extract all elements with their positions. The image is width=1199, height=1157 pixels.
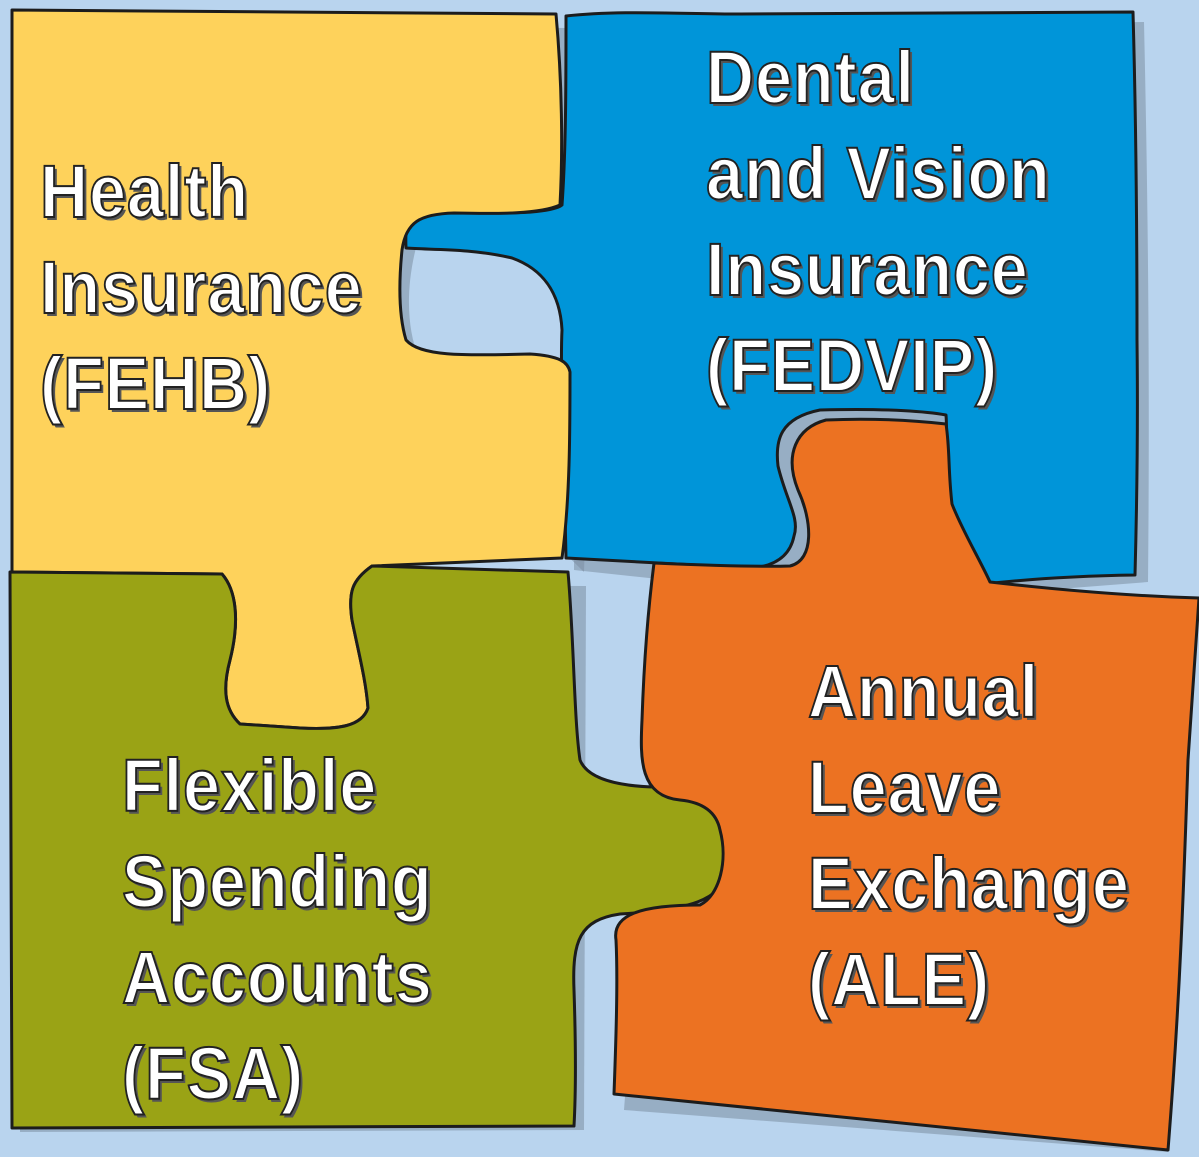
- dental-label-line-3: Insurance: [705, 227, 1029, 312]
- fsa-label-line-3: Accounts: [121, 935, 433, 1020]
- fsa-label-line-2: Spending: [121, 839, 433, 924]
- health-label-line-2: Insurance: [39, 245, 363, 330]
- health-insurance-label: Health Insurance (FEHB): [39, 144, 363, 432]
- fsa-label-line-1: Flexible: [121, 743, 378, 828]
- ale-label-line-4: (ALE): [807, 937, 991, 1022]
- dental-label-line-2: and Vision: [705, 131, 1051, 216]
- fsa-label-line-4: (FSA): [121, 1031, 305, 1116]
- health-label-line-1: Health: [39, 149, 249, 234]
- flexible-spending-label: Flexible Spending Accounts (FSA): [121, 738, 433, 1122]
- ale-label-line-3: Exchange: [807, 841, 1130, 926]
- dental-label-line-1: Dental: [705, 35, 915, 120]
- ale-label-line-1: Annual: [807, 649, 1040, 734]
- dental-label-line-4: (FEDVIP): [705, 323, 999, 408]
- ale-piece: [612, 417, 1199, 1152]
- dental-vision-label: Dental and Vision Insurance (FEDVIP): [705, 30, 1051, 414]
- health-label-line-3: (FEHB): [39, 341, 272, 426]
- annual-leave-label: Annual Leave Exchange (ALE): [807, 644, 1130, 1028]
- ale-label-line-2: Leave: [807, 745, 1002, 830]
- fsa-piece: [8, 564, 733, 1130]
